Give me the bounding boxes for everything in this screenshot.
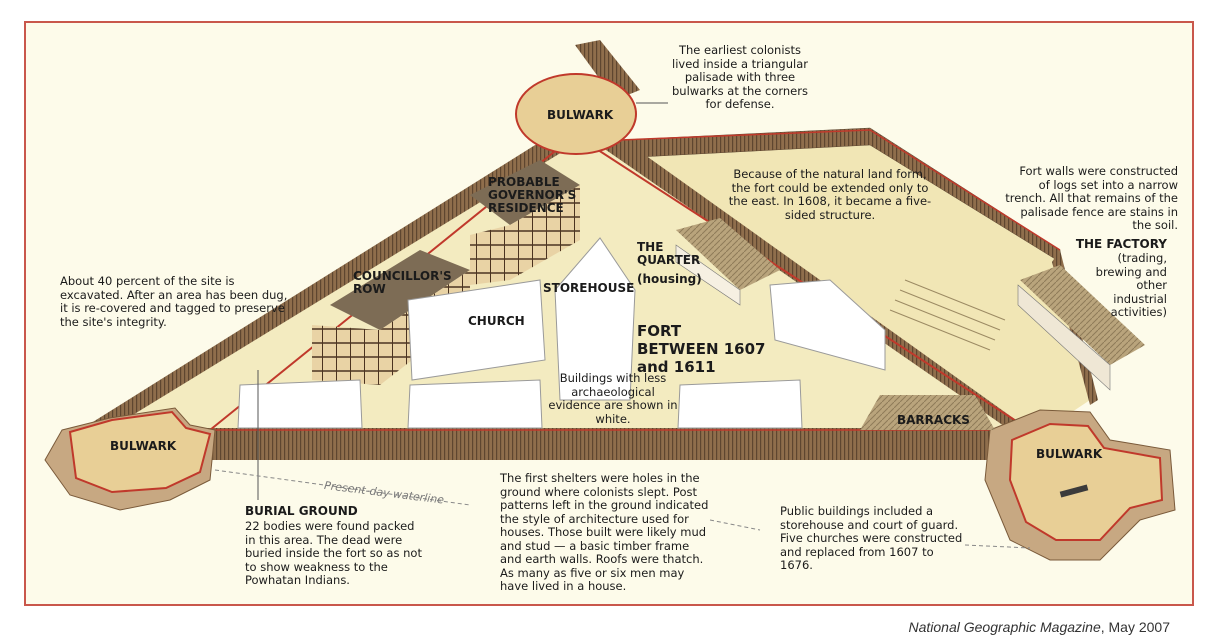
factory-note: (trading, brewing and other industrial a… [1095, 251, 1167, 319]
governor-residence-wall-side [510, 185, 580, 280]
white-buildings [237, 237, 886, 429]
bulwark-right-top [1008, 422, 1164, 541]
leader-shelters [709, 519, 761, 531]
public-buildings-note: Public buildings included a storehouse a… [780, 504, 963, 572]
burial-note: 22 bodies were found packed in this area… [245, 519, 422, 587]
factory-wall [1017, 284, 1111, 391]
bulwark-left-label: BULWARK [110, 439, 177, 453]
burial-ground-label: BURIAL GROUND [245, 504, 358, 518]
south-house-1 [237, 379, 363, 429]
quarter-wall [675, 244, 741, 306]
palisade-south [200, 428, 1030, 460]
storehouse-label: STOREHOUSE [543, 281, 635, 295]
credit-date: , May 2007 [1100, 619, 1170, 635]
credit-line: National Geographic Magazine, May 2007 [909, 619, 1171, 635]
walls-note: Fort walls were constructed of logs set … [1005, 164, 1178, 232]
landform-note: Because of the natural land form, the fo… [728, 167, 932, 222]
palisade-top-spike [575, 40, 640, 100]
extension-outline-2 [869, 129, 1061, 251]
magazine-name: National Geographic Magazine [908, 619, 1101, 635]
quarter-house-2 [769, 279, 886, 371]
leader-public [964, 544, 1031, 549]
councillors-row-label: COUNCILLOR'S ROW [353, 269, 452, 296]
quarter-label: THE QUARTER [637, 240, 701, 267]
councillors-row-wall [312, 325, 380, 385]
quarter-roof [676, 218, 780, 290]
governor-residence-roof [470, 160, 580, 225]
church-label: CHURCH [468, 314, 525, 328]
barracks-roof [860, 395, 995, 430]
less-evidence-note: Buildings with less archaeological evide… [548, 371, 678, 426]
governor-residence-label: PROBABLE GOVERNOR'S RESIDENCE [488, 175, 577, 215]
factory-label: THE FACTORY [1075, 237, 1167, 251]
shelters-note: The first shelters were holes in the gro… [500, 471, 709, 593]
bulwark-right-label: BULWARK [1036, 447, 1103, 461]
palisade-note: The earliest colonists lived inside a tr… [672, 43, 808, 111]
quarter-note: (housing) [637, 272, 702, 286]
councillors-row-roof [330, 250, 470, 330]
extension-outline [619, 129, 871, 141]
governor-residence-wall [470, 225, 510, 285]
cannon-icon [1059, 484, 1089, 498]
leader-waterline [214, 469, 471, 506]
excavated-note: About 40 percent of the site is excavate… [60, 274, 288, 329]
storehouse-building [554, 237, 636, 401]
bulwark-left-top [68, 410, 212, 494]
fort-title: FORT BETWEEN 1607 and 1611 [637, 322, 766, 376]
barracks-label: BARRACKS [897, 413, 970, 427]
church-building [407, 279, 546, 381]
palisade-north-west [80, 120, 585, 440]
planted-field [889, 279, 1006, 351]
factory-roof [1020, 265, 1145, 365]
south-house-2 [407, 379, 543, 429]
bulwark-top-shape [515, 73, 637, 155]
bulwark-top-label: BULWARK [547, 108, 614, 122]
south-house-3 [677, 379, 803, 429]
